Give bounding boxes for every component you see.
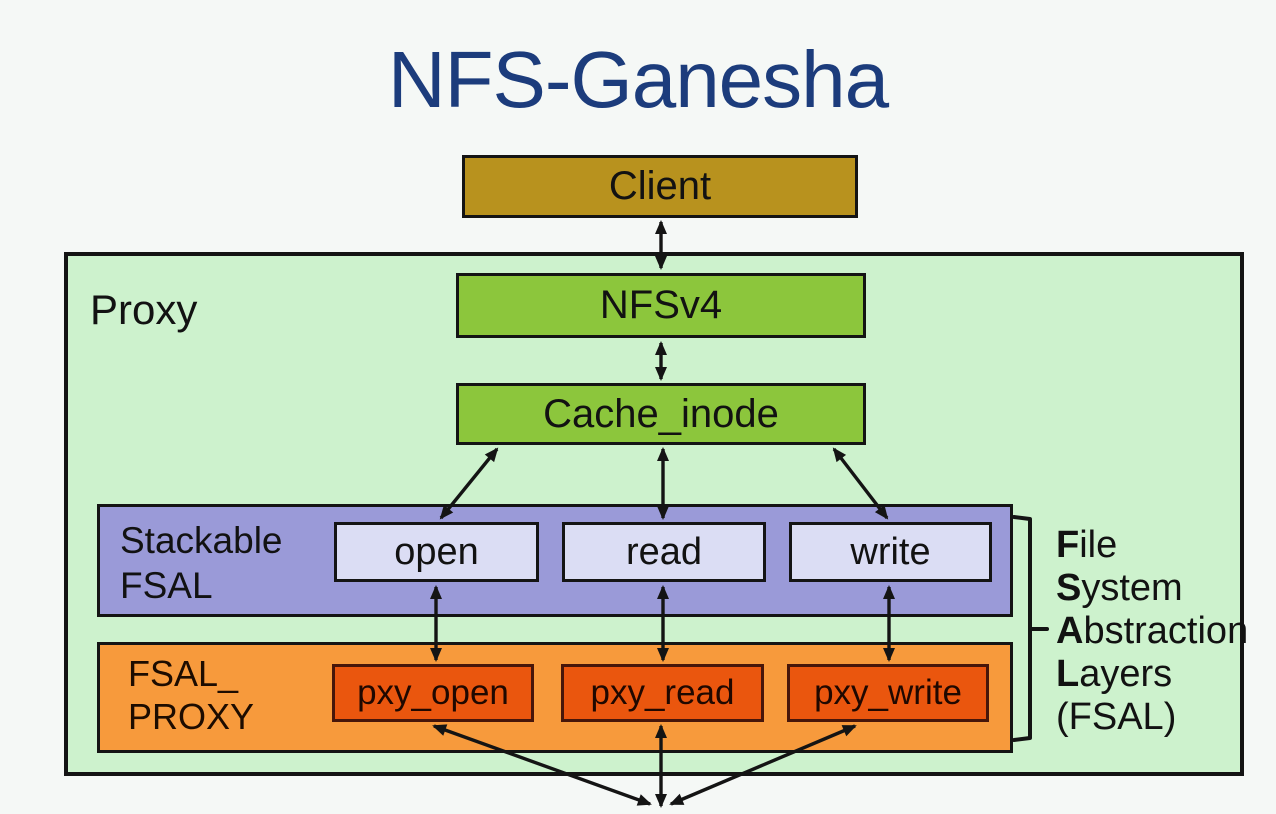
pxy-open-label: pxy_open	[357, 673, 509, 712]
client-node: Client	[462, 155, 858, 218]
fsal-annotation: File System Abstraction Layers (FSAL)	[1056, 524, 1248, 739]
fsal-annotation-line: File	[1056, 524, 1118, 566]
client-label: Client	[608, 164, 712, 208]
proxy-label: Proxy	[90, 286, 198, 333]
fsal-annotation-line: Layers	[1056, 653, 1173, 695]
op-node-read: read	[562, 522, 766, 582]
op-node-open: open	[334, 522, 539, 582]
stackable-label-line1: Stackable	[120, 520, 283, 561]
fsal-annotation-line: Abstraction	[1056, 610, 1249, 652]
pxy-node-read: pxy_read	[561, 664, 764, 722]
nfsv4-label: NFSv4	[599, 283, 723, 327]
op-read-label: read	[625, 530, 703, 573]
pxy-node-open: pxy_open	[332, 664, 534, 722]
fsal-proxy-label-line1: FSAL_	[128, 653, 239, 694]
fsal-proxy-label-line2: PROXY	[128, 696, 255, 737]
cache-inode-node: Cache_inode	[456, 383, 866, 445]
pxy-write-label: pxy_write	[814, 673, 962, 712]
op-node-write: write	[789, 522, 992, 582]
fsal-annotation-line: (FSAL)	[1056, 696, 1177, 738]
op-open-label: open	[394, 530, 479, 573]
pxy-read-label: pxy_read	[590, 673, 735, 712]
stackable-fsal-band-label: Stackable FSAL	[120, 518, 283, 608]
op-write-label: write	[850, 530, 931, 573]
nfsv4-node: NFSv4	[456, 273, 866, 338]
fsal-annotation-line: System	[1056, 567, 1183, 609]
cache-inode-label: Cache_inode	[543, 391, 779, 436]
pxy-node-write: pxy_write	[787, 664, 989, 722]
stackable-label-line2: FSAL	[120, 565, 213, 606]
page-title: NFS-Ganesha	[387, 35, 889, 124]
fsal-proxy-band-label: FSAL_ PROXY	[128, 652, 254, 738]
